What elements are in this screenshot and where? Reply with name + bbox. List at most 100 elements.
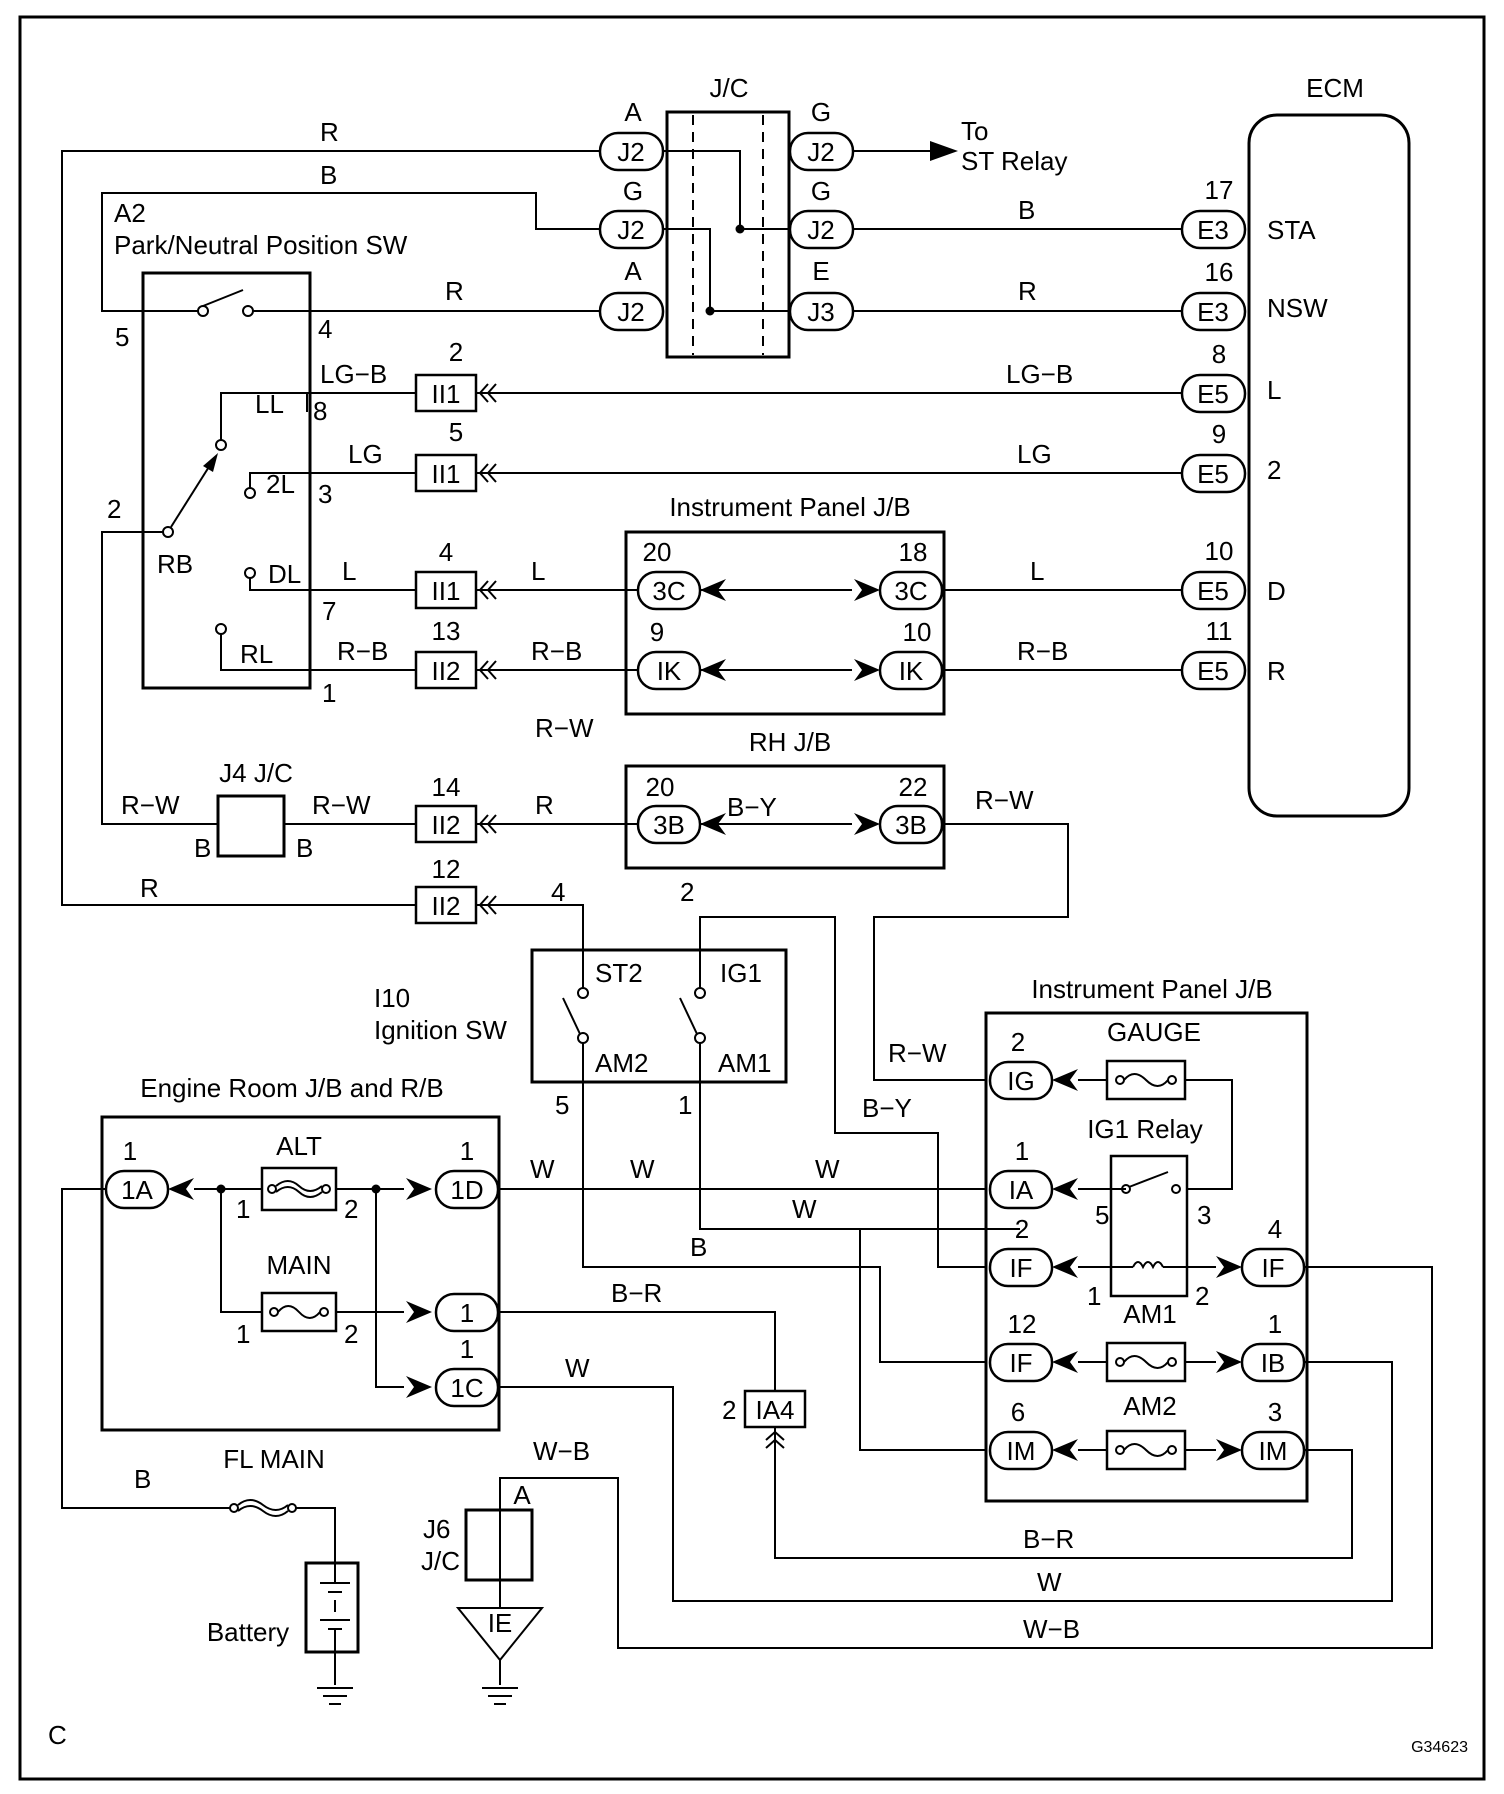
- j4-junction-connector: J4 J/C B B: [194, 758, 313, 863]
- label-text: G: [623, 176, 643, 206]
- label-text: DL: [268, 559, 301, 589]
- label-text: 8: [1212, 339, 1226, 369]
- label-text: LG: [348, 439, 383, 469]
- label-text: AM1: [718, 1048, 771, 1078]
- label-text: Engine Room J/B and R/B: [140, 1073, 444, 1103]
- label-text: W−B: [1023, 1614, 1080, 1644]
- label-text: 2: [1011, 1027, 1025, 1057]
- label-text: 1: [460, 1334, 474, 1364]
- label-text: IA4: [755, 1395, 794, 1425]
- label-text: 2L: [266, 469, 295, 499]
- wire-labels: R B B R R LG−B LG−B LG LG L L L R−B R−B …: [121, 117, 1080, 1644]
- label-text: 20: [643, 537, 672, 567]
- label-text: E5: [1197, 459, 1229, 489]
- label-text: B: [320, 160, 337, 190]
- label-text: R−W: [535, 713, 594, 743]
- label-text: IK: [657, 656, 682, 686]
- label-text: II1: [432, 459, 461, 489]
- label-text: R−W: [312, 790, 371, 820]
- label-text: E5: [1197, 576, 1229, 606]
- figure-id: G34623: [1411, 1739, 1468, 1756]
- label-text: E3: [1197, 297, 1229, 327]
- label-text: 18: [899, 537, 928, 567]
- label-text: J6: [423, 1514, 450, 1544]
- label-text: IA: [1009, 1175, 1034, 1205]
- label-text: W−B: [533, 1436, 590, 1466]
- instrument-panel-jb-bottom: Instrument Panel J/B IG 2 GAUGE IG1 Rela…: [984, 974, 1309, 1503]
- label-text: W: [565, 1353, 590, 1383]
- rh-jb: RH J/B 3B 20 3B 22: [624, 727, 946, 870]
- label-text: 3: [318, 479, 332, 509]
- label-text: R: [445, 276, 464, 306]
- label-text: 6: [1011, 1397, 1025, 1427]
- label-text: Battery: [207, 1617, 289, 1647]
- label-text: 11: [1206, 616, 1233, 646]
- label-text: 17: [1205, 175, 1234, 205]
- label-text: R: [535, 790, 554, 820]
- label-text: 3: [1268, 1397, 1282, 1427]
- label-text: 3: [1197, 1200, 1211, 1230]
- label-text: I10: [374, 983, 410, 1013]
- label-text: 9: [1212, 419, 1226, 449]
- label-text: A2: [114, 198, 146, 228]
- label-text: Instrument Panel J/B: [1031, 974, 1272, 1004]
- label-text: LG: [1017, 439, 1052, 469]
- label-text: 14: [432, 772, 461, 802]
- label-text: 2: [680, 877, 694, 907]
- label-text: 3B: [653, 810, 685, 840]
- label-text: 1: [236, 1194, 250, 1224]
- label-text: W: [1037, 1567, 1062, 1597]
- label-text: B−Y: [862, 1093, 912, 1123]
- label-text: 4: [318, 314, 332, 344]
- label-text: 16: [1205, 257, 1234, 287]
- label-text: J4 J/C: [219, 758, 293, 788]
- label-text: A: [513, 1480, 531, 1510]
- label-text: B−Y: [727, 792, 777, 822]
- label-text: IK: [899, 656, 924, 686]
- label-text: 12: [432, 854, 461, 884]
- label-text: 1: [678, 1090, 692, 1120]
- label-text: 2: [1015, 1214, 1029, 1244]
- label-text: R−W: [121, 790, 180, 820]
- label-text: 2: [1267, 455, 1281, 485]
- label-text: A: [624, 256, 642, 286]
- label-text: 4: [551, 877, 565, 907]
- label-text: 10: [903, 617, 932, 647]
- label-text: 2: [344, 1194, 358, 1224]
- label-text: 1C: [450, 1373, 483, 1403]
- label-text: RH J/B: [749, 727, 831, 757]
- label-text: R−B: [531, 636, 582, 666]
- label-text: 1: [123, 1136, 137, 1166]
- label-text: LL: [255, 389, 284, 419]
- label-text: B: [134, 1464, 151, 1494]
- corner-label: C: [48, 1720, 67, 1750]
- label-text: R−W: [888, 1038, 947, 1068]
- label-text: W: [530, 1154, 555, 1184]
- label-text: R: [1267, 656, 1286, 686]
- label-text: IF: [1009, 1253, 1032, 1283]
- label-text: E3: [1197, 215, 1229, 245]
- label-text: L: [1267, 375, 1281, 405]
- label-text: IF: [1261, 1253, 1284, 1283]
- label-text: B−R: [1023, 1524, 1074, 1554]
- label-text: 22: [899, 772, 928, 802]
- label-text: 12: [1008, 1309, 1037, 1339]
- label-text: IG1 Relay: [1087, 1114, 1203, 1144]
- to-st-relay: To ST Relay: [930, 116, 1067, 176]
- label-text: 4: [439, 537, 453, 567]
- label-text: R−B: [1017, 636, 1068, 666]
- label-text: 2: [1195, 1281, 1209, 1311]
- label-text: J3: [807, 297, 834, 327]
- label-text: W: [815, 1154, 840, 1184]
- label-text: II1: [432, 576, 461, 606]
- label-text: J2: [807, 215, 834, 245]
- label-text: R: [140, 873, 159, 903]
- label-text: II2: [432, 891, 461, 921]
- label-text: 2: [449, 337, 463, 367]
- label-text: E: [812, 256, 829, 286]
- label-text: 7: [322, 596, 336, 626]
- label-text: D: [1267, 576, 1286, 606]
- label-text: L: [1030, 556, 1044, 586]
- fl-main-and-battery: FL MAIN Battery: [207, 1444, 360, 1705]
- instrument-panel-jb-top: Instrument Panel J/B 3C 20 3C 18 IK 9 IK…: [624, 492, 946, 716]
